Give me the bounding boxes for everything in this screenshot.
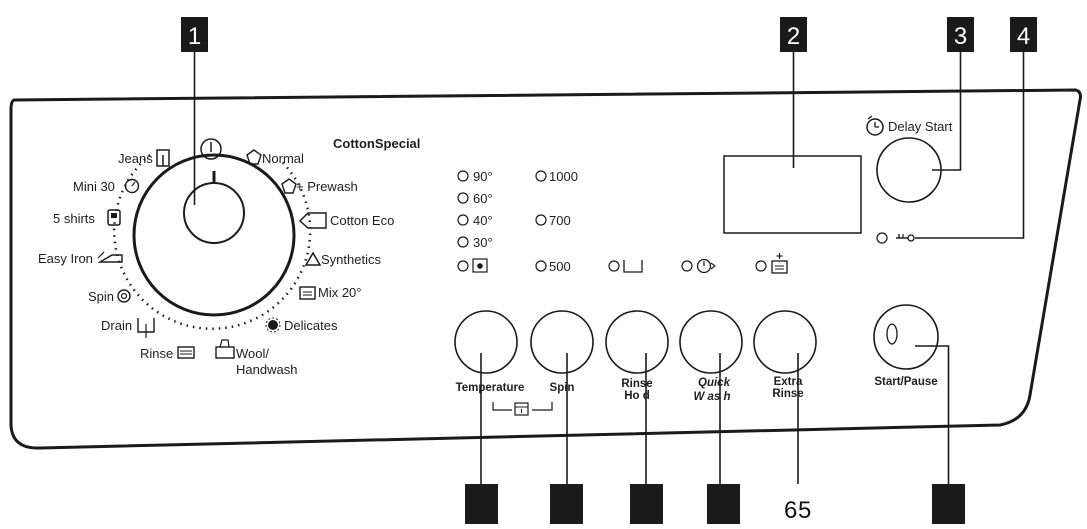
callout-box-quick-wash bbox=[707, 484, 740, 524]
program-dial[interactable] bbox=[112, 153, 312, 330]
callout-box-temperature bbox=[465, 484, 498, 524]
quick-clock-icon bbox=[696, 258, 716, 274]
rinse-hold-label-line1: Rinse bbox=[621, 378, 652, 390]
extra-rinse-label-line1: Extra bbox=[774, 376, 803, 388]
callout-box-spin bbox=[550, 484, 583, 524]
temperature-button[interactable] bbox=[454, 310, 518, 374]
svg-text:500: 500 bbox=[549, 259, 571, 274]
delay-start-button[interactable] bbox=[876, 137, 942, 203]
svg-text:3: 3 bbox=[954, 23, 967, 50]
quick-wash-label-line1: Quick bbox=[698, 377, 731, 389]
combo-lock-icon bbox=[514, 402, 529, 416]
svg-text:5: 5 bbox=[798, 497, 811, 524]
combo-bracket bbox=[492, 402, 553, 416]
extra-rinse-label-line2: Rinse bbox=[772, 388, 803, 400]
spin-button[interactable] bbox=[530, 310, 594, 374]
delay-start-label: Delay Start bbox=[888, 119, 953, 134]
drain-icon bbox=[137, 318, 155, 338]
svg-text:90°: 90° bbox=[473, 169, 493, 184]
cold-wash-icon bbox=[472, 258, 488, 273]
svg-text:6: 6 bbox=[784, 497, 797, 524]
program-mix20-label: Mix 20° bbox=[318, 285, 362, 300]
extra-rinse-button[interactable] bbox=[753, 310, 817, 374]
start-pause-label: Start/Pause bbox=[874, 376, 937, 388]
start-pause-leader bbox=[915, 345, 950, 484]
start-pause-button[interactable] bbox=[873, 304, 939, 370]
program-rinse-label: Rinse bbox=[140, 346, 173, 361]
delay-start-clock-icon bbox=[866, 115, 884, 136]
temperature-button-label: Temperature bbox=[456, 382, 525, 394]
rinse-hold-indicator bbox=[608, 260, 643, 273]
callout-3: 3 bbox=[947, 17, 974, 52]
child-lock-indicator bbox=[876, 232, 888, 244]
program-handwash-label: Handwash bbox=[236, 362, 297, 377]
handwash-icon bbox=[215, 339, 235, 359]
callout-4: 4 bbox=[1010, 17, 1037, 52]
start-pause-indicator bbox=[886, 323, 898, 345]
callout-box-start-pause bbox=[932, 484, 965, 524]
rinse-hold-icon bbox=[623, 260, 643, 273]
svg-text:60°: 60° bbox=[473, 191, 493, 206]
program-jeans-label: Jeans bbox=[118, 151, 153, 166]
child-lock-key-icon bbox=[896, 234, 915, 242]
program-wool-label: Wool/ bbox=[236, 346, 269, 361]
dial-header: CottonSpecial bbox=[333, 136, 420, 151]
synthetics-triangle-icon bbox=[304, 251, 322, 266]
callout-4-leader bbox=[915, 52, 1025, 239]
program-spin-label: Spin bbox=[88, 289, 114, 304]
temperature-option-list: 90° 60° 40° 30° bbox=[457, 169, 493, 273]
quick-wash-label-line2: W as h bbox=[693, 391, 730, 403]
prewash-icon bbox=[281, 178, 297, 194]
svg-text:1000: 1000 bbox=[549, 169, 578, 184]
spin-speed-option-list: 1000 700 500 bbox=[535, 169, 578, 274]
program-prewash-label: + Prewash bbox=[296, 179, 358, 194]
spin-spiral-icon bbox=[117, 289, 131, 303]
callout-3-leader bbox=[932, 52, 962, 171]
extra-rinse-indicator bbox=[755, 253, 788, 274]
svg-text:40°: 40° bbox=[473, 213, 493, 228]
eco-tag-icon bbox=[298, 212, 327, 229]
quick-wash-indicator bbox=[681, 258, 716, 274]
program-synthetics-label: Synthetics bbox=[321, 252, 381, 267]
program-delicates-label: Delicates bbox=[284, 318, 338, 333]
rinse-hold-button[interactable] bbox=[605, 310, 669, 374]
program-cotton-eco-label: Cotton Eco bbox=[330, 213, 394, 228]
panel-outline bbox=[9, 88, 1082, 450]
callout-2: 2 bbox=[780, 17, 807, 52]
svg-text:4: 4 bbox=[1017, 23, 1030, 50]
mix-icon bbox=[299, 286, 316, 300]
rinse-tub-icon bbox=[177, 346, 195, 359]
svg-text:1: 1 bbox=[188, 23, 201, 50]
dial-dotted-arc bbox=[112, 154, 312, 330]
power-off-icon bbox=[200, 138, 222, 160]
delicates-flower-icon bbox=[265, 317, 281, 333]
shirt-icon bbox=[107, 209, 121, 226]
callout-65: 6 5 bbox=[780, 484, 816, 524]
display-window bbox=[723, 155, 862, 234]
cotton-shirt-icon bbox=[246, 149, 262, 165]
svg-text:2: 2 bbox=[787, 23, 800, 50]
quick-wash-button[interactable] bbox=[679, 310, 743, 374]
svg-text:30°: 30° bbox=[473, 235, 493, 250]
callout-box-rinse-hold bbox=[630, 484, 663, 524]
program-mini30-label: Mini 30 bbox=[73, 179, 115, 194]
program-easy-iron-label: Easy Iron bbox=[38, 251, 93, 266]
callout-1: 1 bbox=[181, 17, 208, 52]
program-5shirts-label: 5 shirts bbox=[53, 211, 95, 226]
extra-rinse-icon bbox=[771, 253, 788, 274]
svg-text:700: 700 bbox=[549, 213, 571, 228]
jeans-icon bbox=[156, 149, 170, 167]
program-drain-label: Drain bbox=[101, 318, 132, 333]
rinse-hold-label-line2: Ho d bbox=[624, 390, 650, 402]
clock-30-icon bbox=[124, 178, 140, 194]
program-normal-label: Normal bbox=[262, 151, 304, 166]
spin-button-label: Spin bbox=[550, 382, 575, 394]
iron-icon bbox=[97, 251, 123, 263]
